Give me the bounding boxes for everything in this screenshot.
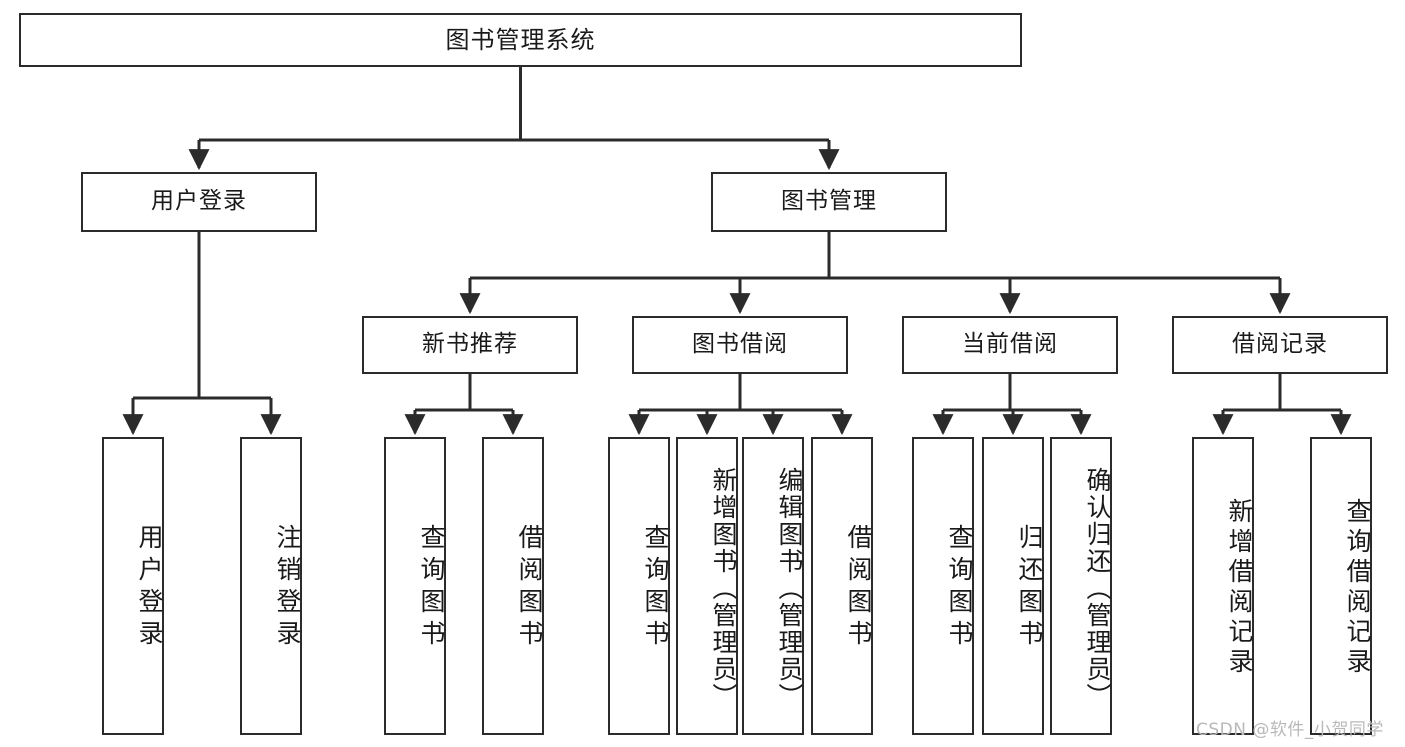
node-leaf-add-book[interactable]: 新增图书（管理员） [676, 437, 738, 735]
node-leaf-query-record[interactable]: 查询借阅记录 [1310, 437, 1372, 735]
node-leaf-add-record[interactable]: 新增借阅记录 [1192, 437, 1254, 735]
leaf-label: 归还图书 [1015, 524, 1044, 652]
leaf-label: 新增借阅记录 [1225, 498, 1254, 678]
node-borrow-record[interactable]: 借阅记录 [1172, 316, 1388, 374]
node-leaf-borrow-book[interactable]: 借阅图书 [811, 437, 873, 735]
node-user-login[interactable]: 用户登录 [81, 172, 317, 232]
leaf-label: 借阅图书 [515, 524, 544, 652]
node-leaf-edit-book[interactable]: 编辑图书（管理员） [742, 437, 804, 735]
node-leaf-query-book-cur[interactable]: 查询图书 [912, 437, 974, 735]
node-current-borrow[interactable]: 当前借阅 [902, 316, 1118, 374]
node-leaf-query-book-borrow[interactable]: 查询图书 [608, 437, 670, 735]
leaf-label: 确认归还（管理员） [1083, 466, 1112, 710]
node-leaf-query-book-new[interactable]: 查询图书 [384, 437, 446, 735]
node-leaf-confirm-return[interactable]: 确认归还（管理员） [1050, 437, 1112, 735]
leaf-label: 查询图书 [945, 524, 974, 652]
leaf-label: 用户登录 [135, 524, 164, 652]
leaf-label: 新增图书（管理员） [709, 466, 738, 710]
node-new-book-recommend[interactable]: 新书推荐 [362, 316, 578, 374]
node-leaf-return-book[interactable]: 归还图书 [982, 437, 1044, 735]
leaf-label: 查询图书 [641, 524, 670, 652]
node-root[interactable]: 图书管理系统 [19, 13, 1022, 67]
node-leaf-borrow-book-new[interactable]: 借阅图书 [482, 437, 544, 735]
leaf-label: 查询借阅记录 [1343, 498, 1372, 678]
leaf-label: 借阅图书 [844, 524, 873, 652]
node-leaf-user-login[interactable]: 用户登录 [102, 437, 164, 735]
node-book-borrow[interactable]: 图书借阅 [632, 316, 848, 374]
leaf-label: 查询图书 [417, 524, 446, 652]
leaf-label: 编辑图书（管理员） [775, 466, 804, 710]
node-book-manage[interactable]: 图书管理 [711, 172, 947, 232]
node-leaf-logout-login[interactable]: 注销登录 [240, 437, 302, 735]
leaf-label: 注销登录 [273, 524, 302, 652]
csdn-watermark: CSDN @软件_小贺同学 [1196, 720, 1384, 740]
